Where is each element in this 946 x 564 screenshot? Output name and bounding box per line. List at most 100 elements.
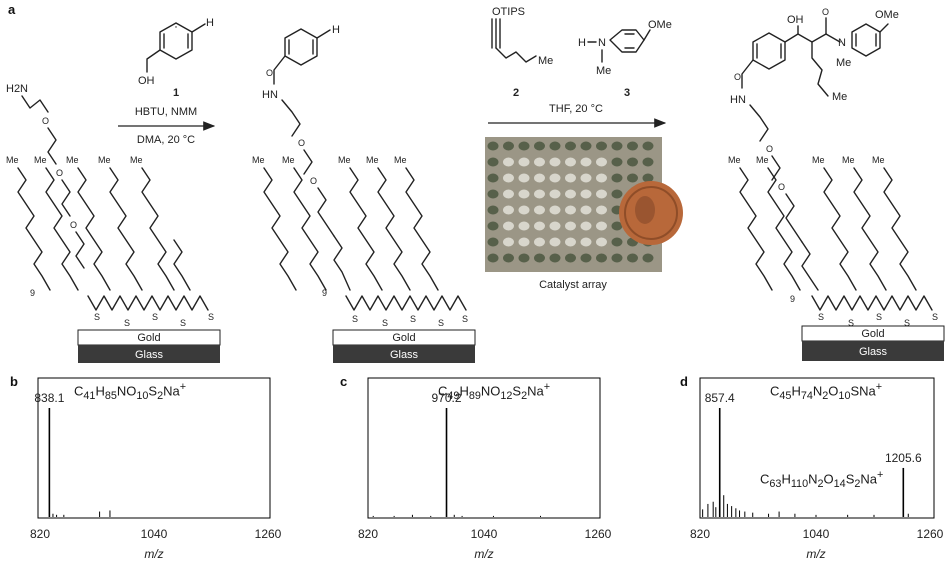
spectrum-b: b 820 1040 1260 m/z 838.1 (10, 374, 282, 561)
array-well (534, 189, 545, 199)
array-well (627, 253, 638, 263)
compound-2: OTIPS Me 2 (491, 6, 553, 99)
svg-text:H: H (206, 17, 214, 29)
array-well (534, 157, 545, 167)
svg-text:Catalyst array: Catalyst array (539, 279, 607, 291)
formula-d-2: C63H110N2O14S2Na+ (760, 469, 884, 490)
array-well (627, 141, 638, 151)
svg-text:DMA, 20 °C: DMA, 20 °C (137, 134, 195, 146)
array-well (534, 237, 545, 247)
array-well (642, 141, 654, 151)
array-well (518, 237, 530, 247)
array-well (503, 221, 514, 231)
array-well (596, 157, 607, 167)
array-well (580, 157, 592, 167)
formula-b: C41H85NO10S2Na+ (74, 381, 187, 402)
array-well (534, 205, 545, 215)
svg-text:Glass: Glass (859, 346, 888, 358)
svg-text:Me: Me (130, 155, 143, 165)
array-well (642, 173, 654, 183)
glass-substrate (333, 345, 475, 363)
peak-label: 838.1 (34, 391, 64, 405)
array-well (518, 173, 530, 183)
svg-text:Glass: Glass (135, 349, 164, 361)
svg-text:S: S (208, 312, 214, 322)
array-well (580, 189, 592, 199)
array-well (549, 141, 561, 151)
array-well (596, 205, 607, 215)
array-well (503, 253, 514, 263)
svg-text:Me: Me (756, 155, 769, 165)
tick-label: 1040 (141, 527, 168, 541)
svg-text:Me: Me (282, 155, 295, 165)
svg-text:Me: Me (836, 57, 851, 69)
array-well (549, 253, 561, 263)
svg-text:3: 3 (624, 87, 630, 99)
tick-label: 1260 (255, 527, 282, 541)
svg-text:S: S (932, 312, 938, 322)
svg-text:O: O (766, 144, 773, 154)
x-axis-label: m/z (806, 547, 825, 561)
tick-label: 1040 (471, 527, 498, 541)
svg-text:Me: Me (98, 155, 111, 165)
array-well (487, 205, 499, 215)
array-well (518, 141, 530, 151)
array-well (503, 173, 514, 183)
svg-text:H: H (578, 37, 586, 49)
array-well (580, 173, 592, 183)
array-well (596, 189, 607, 199)
array-well (487, 173, 499, 183)
glass-substrate (78, 345, 220, 363)
svg-text:Me: Me (842, 155, 855, 165)
array-well (549, 173, 561, 183)
svg-text:1: 1 (173, 87, 179, 99)
array-well (611, 173, 623, 183)
svg-text:O: O (42, 116, 49, 126)
panel-label-a: a (8, 2, 16, 17)
svg-text:Me: Me (366, 155, 379, 165)
background-chains-1: Me Me Me Me Me (6, 155, 191, 291)
svg-text:OH: OH (787, 14, 804, 26)
svg-text:9: 9 (322, 288, 327, 298)
svg-text:S: S (818, 312, 824, 322)
thiol-anchors-1: 9 S S S S S (30, 288, 214, 328)
svg-text:Me: Me (812, 155, 825, 165)
svg-text:OTIPS: OTIPS (492, 6, 525, 18)
svg-text:O: O (70, 220, 77, 230)
array-well (503, 237, 514, 247)
svg-text:Gold: Gold (137, 332, 160, 344)
svg-text:O: O (266, 68, 273, 78)
array-well (596, 173, 607, 183)
array-well (534, 173, 545, 183)
svg-text:Me: Me (34, 155, 47, 165)
svg-text:S: S (152, 312, 158, 322)
svg-text:HN: HN (262, 89, 278, 101)
tick-label: 1260 (917, 527, 944, 541)
array-well (627, 173, 638, 183)
svg-text:S: S (382, 318, 388, 328)
svg-text:O: O (298, 138, 305, 148)
svg-text:Glass: Glass (390, 349, 419, 361)
monolayer-start: H2N O O O Me Me Me Me Me 9 S S S S S (6, 83, 221, 363)
array-well (534, 253, 545, 263)
array-well (611, 157, 623, 167)
spectrum-c: c 820 1040 1260 m/z 970.2 (340, 374, 612, 561)
array-well (503, 189, 514, 199)
svg-text:OMe: OMe (648, 19, 672, 31)
svg-text:Me: Me (832, 91, 847, 103)
svg-text:OH: OH (138, 75, 155, 87)
array-well (596, 237, 607, 247)
catalyst-array-photo (485, 137, 683, 272)
array-well (518, 253, 530, 263)
array-well (503, 157, 514, 167)
svg-text:Me: Me (6, 155, 19, 165)
array-well (627, 157, 638, 167)
svg-text:9: 9 (30, 288, 35, 298)
array-well (549, 237, 561, 247)
array-well (611, 253, 623, 263)
svg-text:OMe: OMe (875, 9, 899, 21)
array-well (518, 205, 530, 215)
svg-text:S: S (94, 312, 100, 322)
svg-text:Me: Me (338, 155, 351, 165)
array-well (611, 237, 623, 247)
